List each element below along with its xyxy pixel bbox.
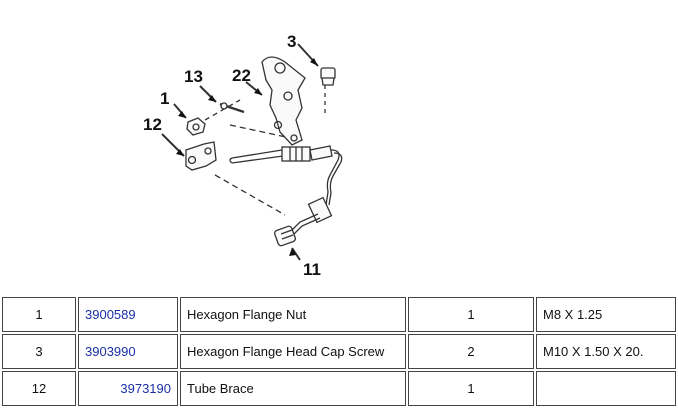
ref-number-cell: 3 [2,334,76,369]
exploded-parts-diagram: 3 22 13 1 12 11 [143,32,343,279]
callout-3: 3 [287,32,297,51]
description-cell: Hexagon Flange Nut [180,297,406,332]
table-row: 1 3900589 Hexagon Flange Nut 1 M8 X 1.25 [2,297,676,332]
bracket-part-22 [261,56,306,146]
callout-13: 13 [184,67,203,86]
callout-12: 12 [143,115,162,134]
description-cell: Tube Brace [180,371,406,406]
quantity-cell: 2 [408,334,534,369]
tube-brace-part-12 [185,141,217,171]
part-number-link[interactable]: 3903990 [85,344,136,359]
callout-22: 22 [232,66,251,85]
remarks-cell: M10 X 1.50 X 20. [536,334,676,369]
quantity-cell: 1 [408,297,534,332]
table-row: 12 3973190 Tube Brace 1 [2,371,676,406]
screw-part-13 [219,102,245,114]
part-number-link[interactable]: 3973190 [120,381,171,396]
part-number-cell: 3973190 [78,371,178,406]
table-row: 3 3903990 Hexagon Flange Head Cap Screw … [2,334,676,369]
cap-screw-part-3 [320,67,336,86]
description-cell: Hexagon Flange Head Cap Screw [180,334,406,369]
callout-1: 1 [160,89,170,108]
nut-part-1 [186,117,206,136]
part-number-link[interactable]: 3900589 [85,307,136,322]
quantity-cell: 1 [408,371,534,406]
parts-table: 1 3900589 Hexagon Flange Nut 1 M8 X 1.25… [0,295,678,408]
part-number-cell: 3900589 [78,297,178,332]
sensor-probe [229,145,343,237]
fitting-part-11 [274,225,296,247]
callout-11: 11 [303,260,321,279]
ref-number-cell: 12 [2,371,76,406]
diagram-drawing [161,43,343,261]
remarks-cell: M8 X 1.25 [536,297,676,332]
ref-number-cell: 1 [2,297,76,332]
remarks-cell [536,371,676,406]
part-number-cell: 3903990 [78,334,178,369]
